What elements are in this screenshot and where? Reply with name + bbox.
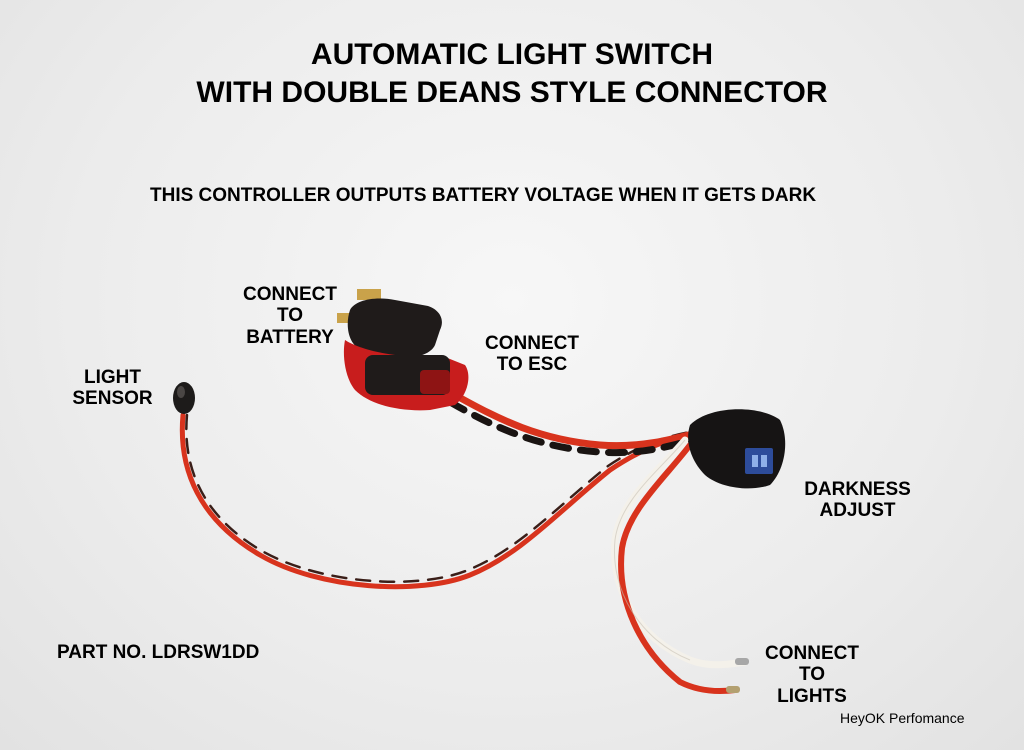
- subtitle: THIS CONTROLLER OUTPUTS BATTERY VOLTAGE …: [150, 185, 817, 206]
- label-esc-line-2: TO ESC: [496, 354, 568, 376]
- label-lights-line-1: CONNECT: [765, 643, 859, 664]
- controller-module: [688, 409, 786, 489]
- label-sensor: LIGHT SENSOR: [55, 367, 170, 410]
- label-esc-line-1: CONNECT: [485, 333, 579, 354]
- label-battery-line-3: BATTERY: [246, 326, 334, 348]
- brand-watermark: HeyOK Perfomance: [840, 710, 965, 726]
- label-battery-line-2: TO: [276, 305, 304, 327]
- label-darkness: DARKNESS ADJUST: [790, 479, 925, 522]
- label-darkness-line-1: DARKNESS: [804, 479, 911, 500]
- part-number: PART NO. LDRSW1DD: [57, 642, 260, 663]
- title-line-1: AUTOMATIC LIGHT SWITCH: [310, 38, 714, 71]
- deans-connector: [337, 289, 469, 411]
- label-darkness-line-2: ADJUST: [819, 500, 896, 522]
- label-sensor-line-1: LIGHT: [84, 367, 141, 388]
- label-esc: CONNECT TO ESC: [472, 333, 592, 376]
- sensor-wire-red: [179, 412, 693, 590]
- label-lights: CONNECT TO LIGHTS: [752, 643, 872, 707]
- esc-wire-black: [446, 398, 704, 457]
- sensor-wire-black: [185, 413, 692, 583]
- label-battery: CONNECT TO BATTERY: [230, 284, 350, 348]
- label-sensor-line-2: SENSOR: [72, 388, 153, 410]
- label-lights-line-2: TO: [798, 664, 826, 686]
- label-lights-line-3: LIGHTS: [777, 685, 847, 707]
- title-line-2: WITH DOUBLE DEANS STYLE CONNECTOR: [196, 76, 828, 109]
- esc-wire-red: [451, 391, 704, 450]
- label-battery-line-1: CONNECT: [243, 284, 337, 305]
